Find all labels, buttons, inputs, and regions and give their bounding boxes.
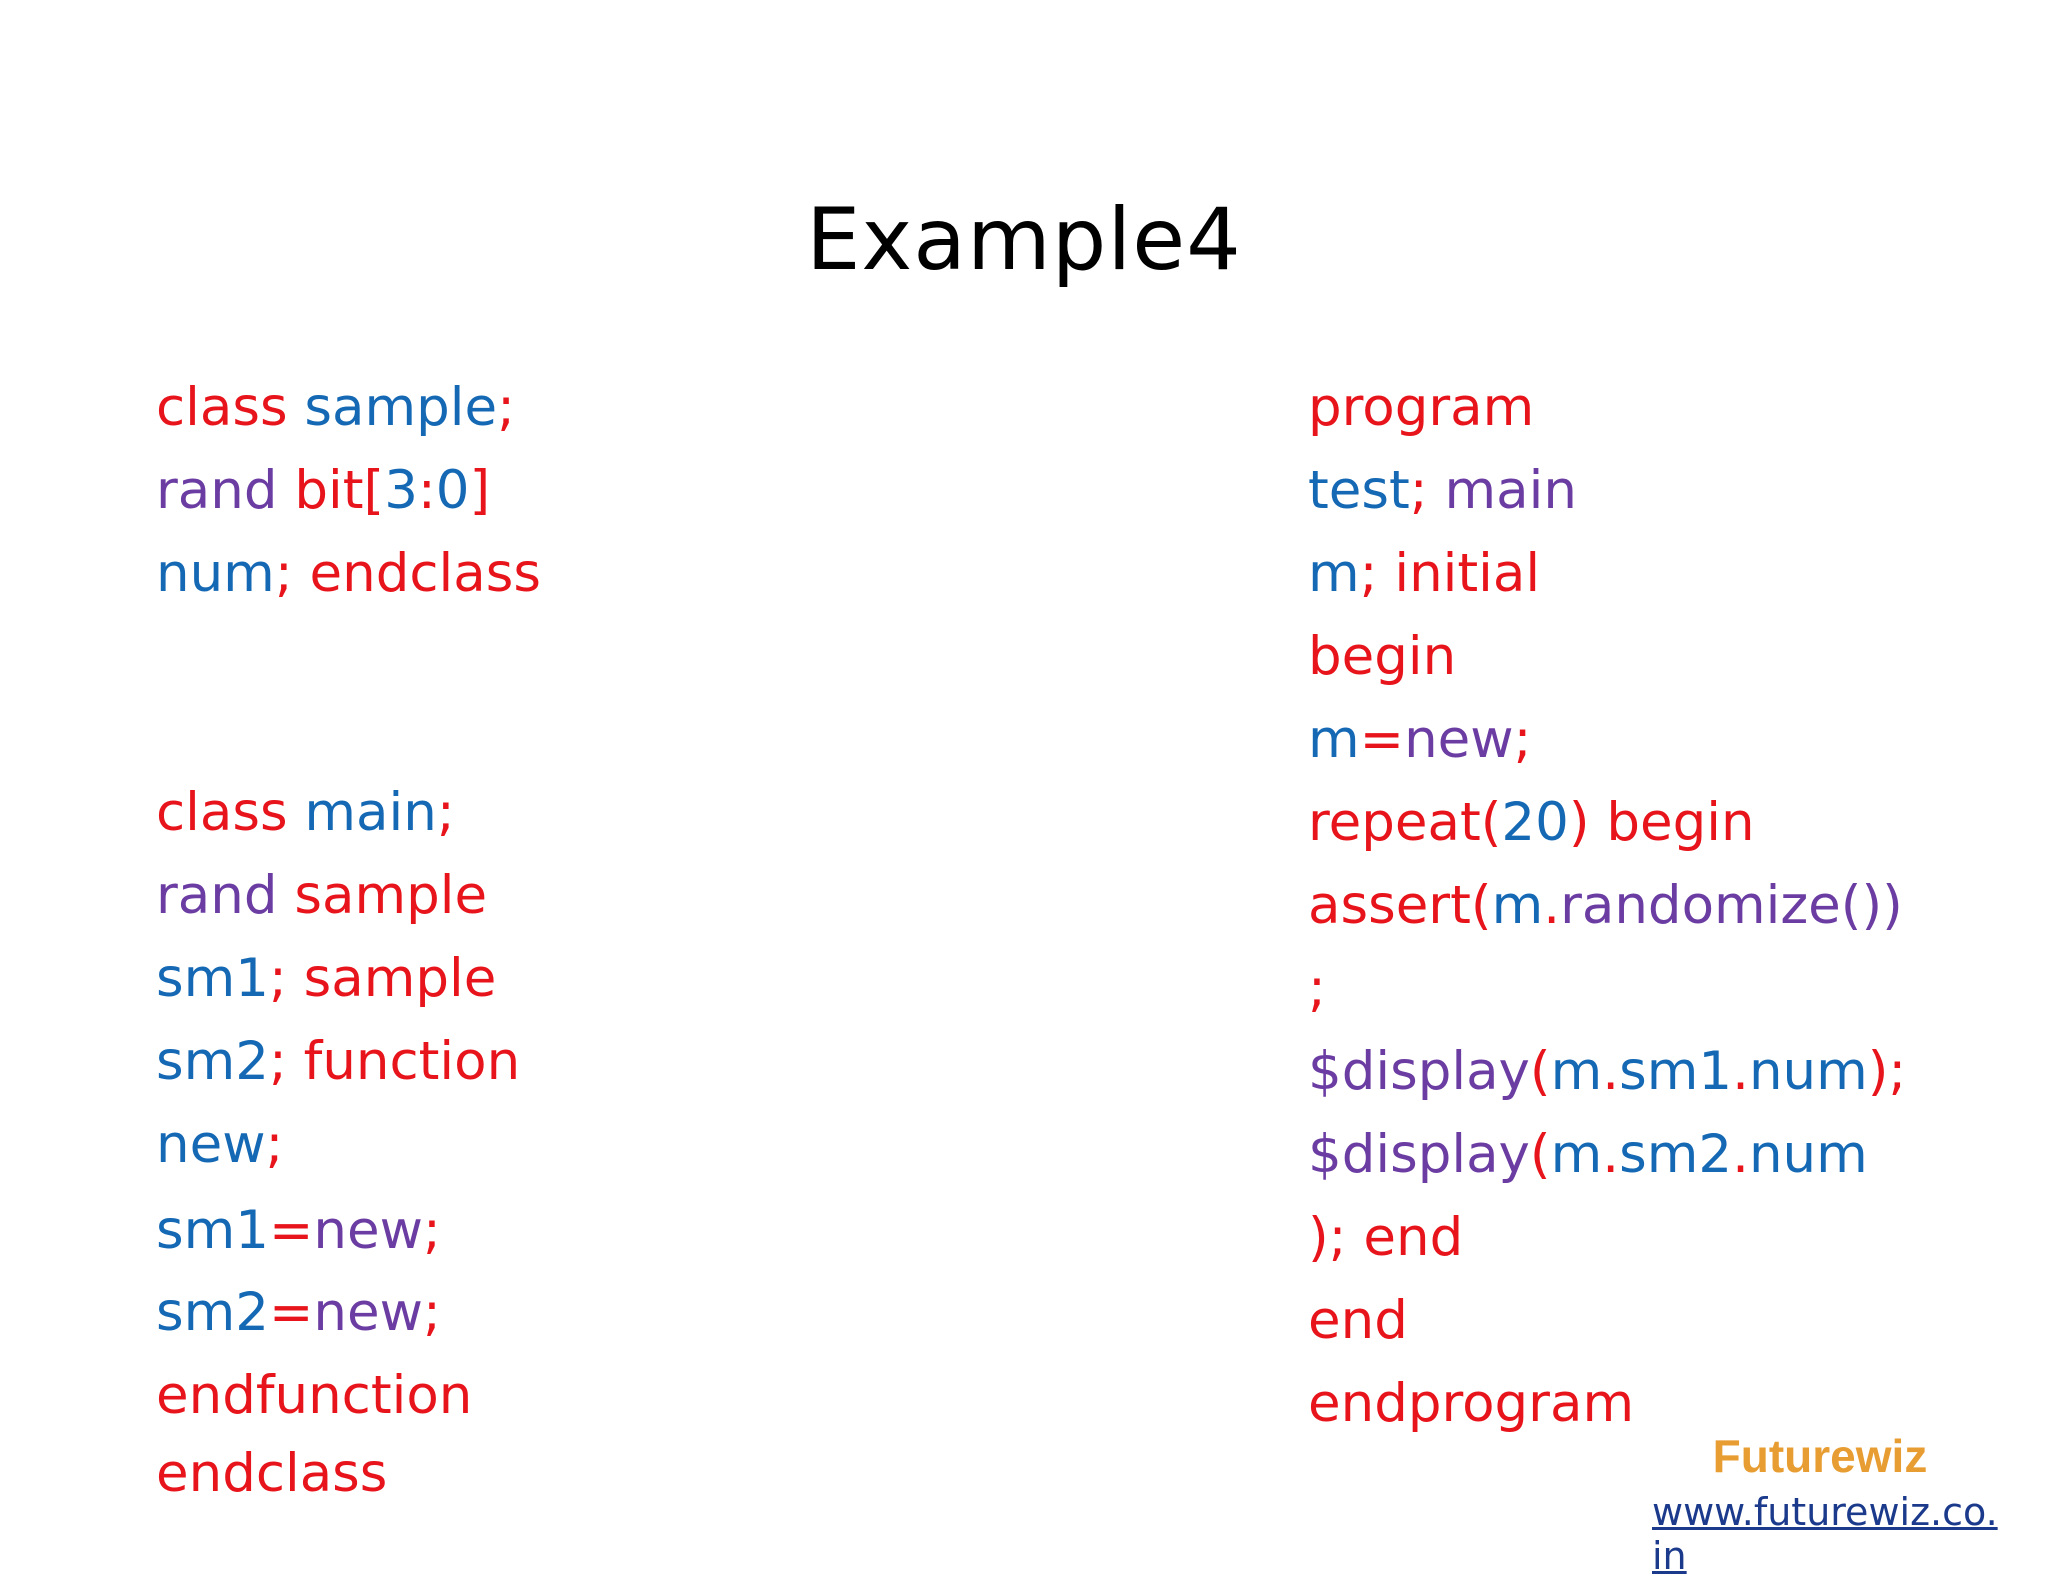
code-token: :: [417, 460, 436, 521]
code-token: ;: [1308, 958, 1326, 1019]
code-token: ;: [1513, 709, 1532, 770]
code-token: new: [313, 1200, 423, 1261]
code-token: randomize()): [1560, 875, 1903, 936]
code-token: main: [1444, 460, 1577, 521]
code-line: sm1; sample: [156, 947, 496, 1011]
code-token: program: [1308, 377, 1535, 438]
code-line: endfunction: [156, 1364, 472, 1428]
code-line: m; initial: [1308, 542, 1540, 606]
code-line: sm1=new;: [156, 1199, 441, 1263]
code-token: class: [156, 782, 305, 843]
code-token: new: [156, 1114, 266, 1175]
code-token: class: [156, 377, 305, 438]
code-token: repeat(: [1308, 792, 1502, 853]
code-token: =: [268, 1282, 314, 1343]
code-line: class main;: [156, 781, 455, 845]
code-token: new: [1404, 709, 1514, 770]
code-token: sm1: [1619, 1041, 1733, 1102]
code-token: (: [1529, 1124, 1551, 1185]
code-token: $display: [1308, 1124, 1530, 1185]
code-token: );: [1867, 1041, 1907, 1102]
code-token: begin: [1308, 626, 1457, 687]
code-line: m=new;: [1308, 708, 1531, 772]
code-token: .: [1543, 875, 1561, 936]
code-token: sm2: [156, 1031, 269, 1092]
code-line: sm2=new;: [156, 1281, 441, 1345]
code-line: begin: [1308, 625, 1456, 689]
code-token: 3: [384, 460, 418, 521]
code-token: ; function: [268, 1031, 521, 1092]
code-token: ; initial: [1359, 543, 1541, 604]
code-token: sm2: [156, 1282, 269, 1343]
code-token: m: [1491, 875, 1544, 936]
code-token: m: [1308, 543, 1360, 604]
code-token: rand: [156, 460, 295, 521]
code-line: repeat(20) begin: [1308, 791, 1755, 855]
code-token: ) begin: [1568, 792, 1755, 853]
code-line: endprogram: [1308, 1372, 1634, 1436]
code-line: assert(m.randomize()): [1308, 874, 1903, 938]
code-token: .: [1602, 1041, 1620, 1102]
code-line: num; endclass: [156, 542, 541, 606]
code-token: ;: [422, 1200, 441, 1261]
code-line: $display(m.sm1.num);: [1308, 1040, 1906, 1104]
code-token: endfunction: [156, 1365, 473, 1426]
code-token: end: [1308, 1290, 1408, 1351]
code-line: end: [1308, 1289, 1408, 1353]
code-token: ;: [422, 1282, 441, 1343]
code-token: sm1: [156, 1200, 269, 1261]
code-token: rand: [156, 865, 295, 926]
code-line: test; main: [1308, 459, 1577, 523]
code-token: ;: [436, 782, 455, 843]
code-token: sample: [294, 865, 488, 926]
code-token: =: [1359, 709, 1405, 770]
code-token: m: [1308, 709, 1360, 770]
code-line: ); end: [1308, 1206, 1463, 1270]
code-token: ;: [497, 377, 515, 438]
code-token: assert(: [1308, 875, 1492, 936]
code-token: (: [1529, 1041, 1551, 1102]
code-line: endclass: [156, 1442, 387, 1506]
code-token: sample: [304, 377, 498, 438]
code-line: sm2; function: [156, 1030, 520, 1094]
code-token: num: [156, 543, 275, 604]
code-line: rand sample: [156, 864, 487, 928]
code-token: m: [1550, 1041, 1603, 1102]
code-token: .: [1732, 1041, 1749, 1102]
code-token: =: [268, 1200, 314, 1261]
code-token: num: [1748, 1124, 1868, 1185]
code-token: ]: [469, 460, 491, 521]
code-token: new: [313, 1282, 423, 1343]
code-token: 20: [1501, 792, 1569, 853]
code-token: 0: [435, 460, 470, 521]
code-token: ;: [1409, 460, 1445, 521]
code-line: ;: [1308, 957, 1326, 1021]
code-token: .: [1602, 1124, 1620, 1185]
code-line: program: [1308, 376, 1534, 440]
code-token: endprogram: [1308, 1373, 1635, 1434]
code-token: sm2: [1619, 1124, 1733, 1185]
code-token: ;: [265, 1114, 284, 1175]
code-token: ); end: [1308, 1207, 1464, 1268]
code-token: bit[: [294, 460, 385, 521]
code-token: endclass: [156, 1443, 388, 1504]
code-line: rand bit[3:0]: [156, 459, 490, 523]
code-token: m: [1550, 1124, 1603, 1185]
slide-title: Example4: [806, 190, 1242, 290]
code-token: test: [1308, 460, 1410, 521]
code-token: ; endclass: [274, 543, 541, 604]
code-token: ; sample: [268, 948, 497, 1009]
code-token: num: [1748, 1041, 1868, 1102]
code-line: $display(m.sm2.num: [1308, 1123, 1868, 1187]
code-token: .: [1732, 1124, 1749, 1185]
code-token: sm1: [156, 948, 269, 1009]
brand-url-link[interactable]: www.futurewiz.co.in: [1652, 1490, 1998, 1578]
code-token: $display: [1308, 1041, 1530, 1102]
code-line: class sample;: [156, 376, 515, 440]
code-token: main: [304, 782, 437, 843]
code-line: new;: [156, 1113, 283, 1177]
brand-logo-text: Futurewiz: [1712, 1430, 1928, 1482]
